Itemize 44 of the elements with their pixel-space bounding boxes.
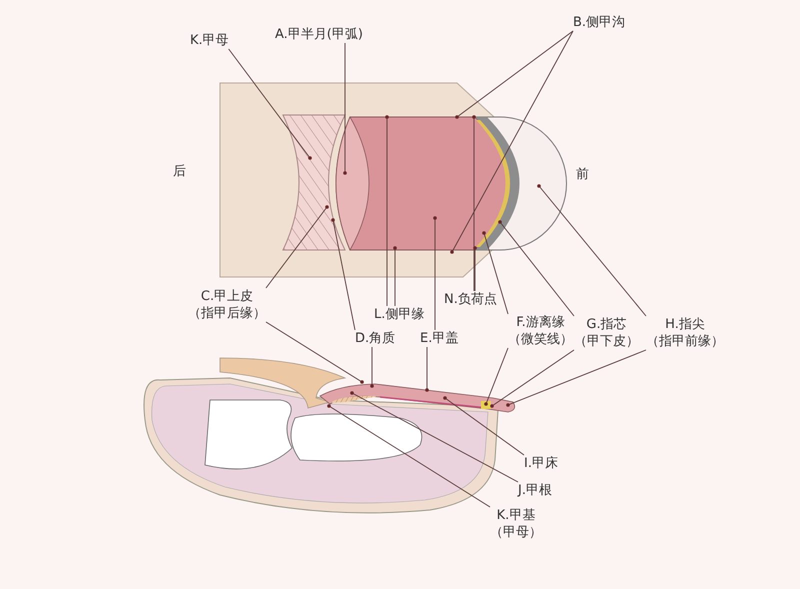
- leader-line: [370, 346, 374, 388]
- part-label: （微笑线）: [508, 331, 573, 348]
- leader-line: [472, 115, 476, 292]
- part-label: F.游离缘: [515, 314, 566, 331]
- leader-line: [537, 184, 646, 316]
- leader-line: [473, 246, 477, 292]
- leader-line: [498, 220, 574, 316]
- leader-line: [450, 30, 574, 254]
- leader-line: [455, 30, 574, 119]
- leader-line: [350, 391, 518, 482]
- direction-label: 后: [173, 163, 186, 180]
- leader-line: [425, 346, 429, 392]
- part-label: G.指芯: [585, 316, 628, 333]
- leader-line: [393, 246, 397, 306]
- leader-line: [443, 396, 524, 456]
- part-label: E.甲盖: [420, 330, 458, 347]
- part-label: K.甲基: [496, 507, 536, 524]
- leader-line: [433, 216, 437, 330]
- leader-line: [228, 48, 312, 160]
- part-label: A.甲半月(甲弧): [275, 26, 363, 43]
- leader-line: [266, 205, 329, 288]
- leader-line: [385, 115, 389, 306]
- part-label: D.角质: [355, 330, 396, 347]
- part-label: I.甲床: [524, 455, 558, 472]
- leader-line: [266, 322, 364, 384]
- direction-label: 前: [576, 166, 589, 183]
- part-label: （指甲前缘）: [646, 333, 724, 350]
- part-label: L.侧甲缘: [374, 306, 424, 323]
- leader-line: [343, 42, 347, 175]
- leader-line: [484, 348, 508, 406]
- part-label: B.侧甲沟: [573, 14, 626, 31]
- part-label: H.指尖: [664, 316, 706, 333]
- leader-line: [331, 218, 356, 330]
- part-label: J.甲根: [518, 482, 552, 499]
- part-label: （甲下皮）: [574, 333, 639, 350]
- part-label: （甲母）: [490, 524, 542, 541]
- leader-line: [327, 404, 490, 508]
- part-label: K.甲母: [190, 32, 229, 49]
- part-label: C.甲上皮: [200, 288, 254, 305]
- part-label: （指甲后缘）: [188, 305, 266, 322]
- part-label: N.负荷点: [444, 291, 497, 308]
- leader-line: [490, 350, 574, 408]
- leader-line: [482, 231, 508, 314]
- leader-line: [506, 350, 646, 407]
